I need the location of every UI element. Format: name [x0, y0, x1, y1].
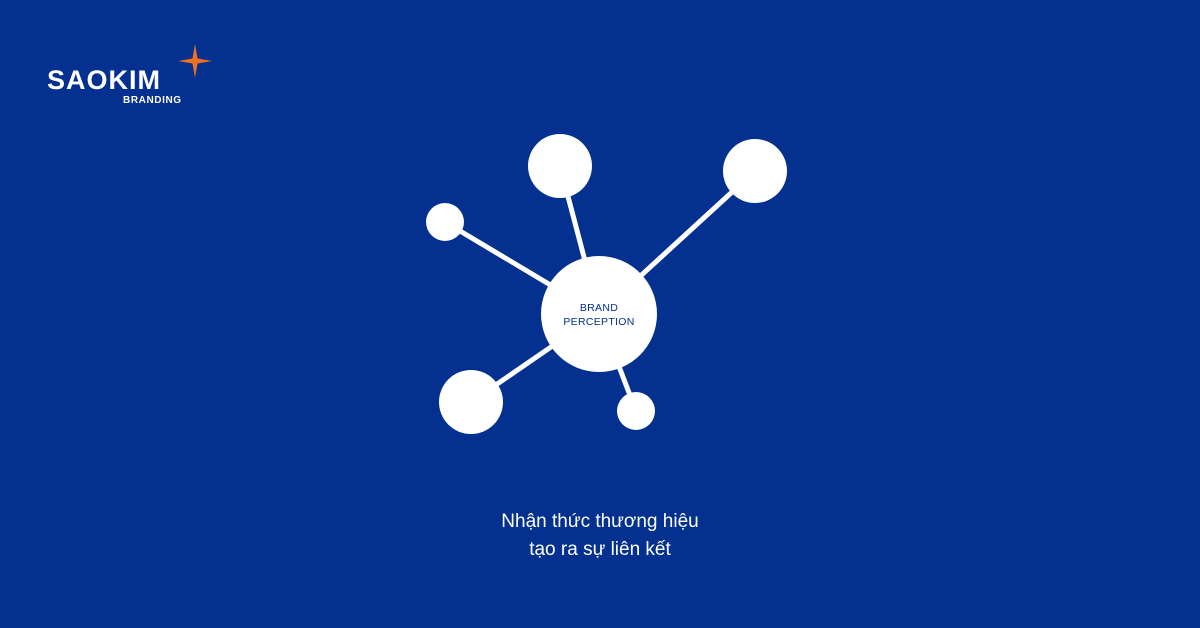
- star-icon: [178, 44, 212, 78]
- caption-line2: tạo ra sự liên kết: [529, 539, 671, 560]
- satellite-node: [528, 134, 592, 198]
- saokim-logo: SAOKIM BRANDING: [47, 44, 217, 112]
- logo-wordmark: SAOKIM: [47, 65, 161, 95]
- center-node: [541, 256, 657, 372]
- caption-line1: Nhận thức thương hiệu: [501, 511, 699, 532]
- satellite-node: [439, 370, 503, 434]
- center-label-line2: PERCEPTION: [563, 316, 634, 328]
- satellite-node: [426, 203, 464, 241]
- satellite-node: [723, 139, 787, 203]
- caption: Nhận thức thương hiệu tạo ra sự liên kết: [300, 508, 900, 564]
- satellite-node: [617, 392, 655, 430]
- center-label-line1: BRAND: [580, 302, 618, 314]
- logo-tagline: BRANDING: [123, 95, 182, 106]
